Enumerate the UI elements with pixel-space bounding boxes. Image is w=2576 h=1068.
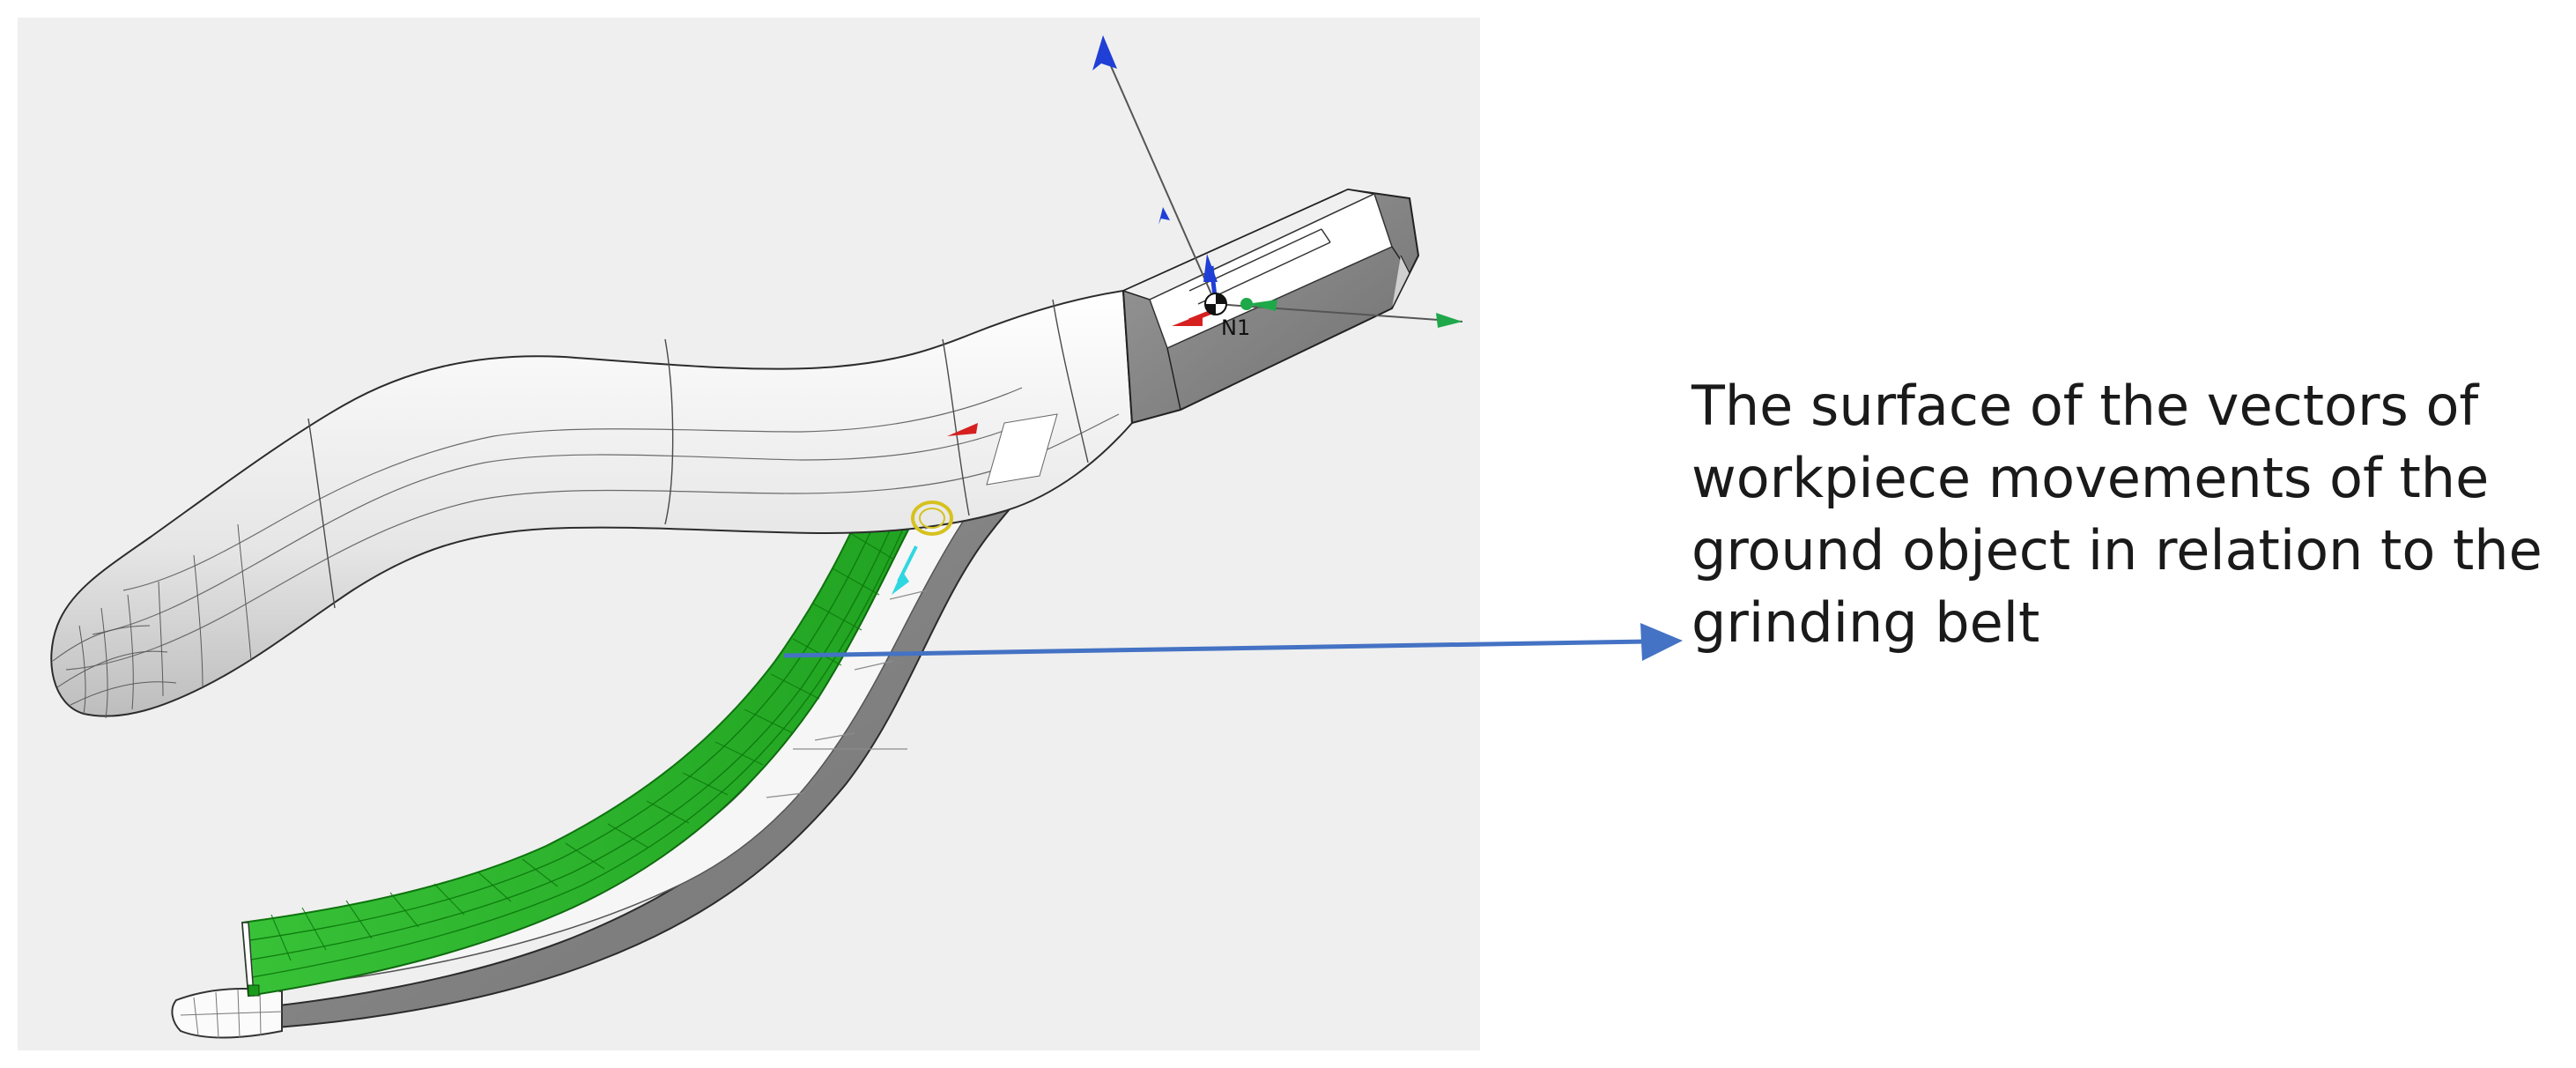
node-label: N1 <box>1221 315 1250 340</box>
selection-ring-icon[interactable] <box>911 501 953 536</box>
caption-line: ground object in relation to the <box>1691 518 2543 582</box>
axis-z-arrow-icon <box>1092 35 1117 70</box>
axis-y-arrow-icon <box>1436 313 1462 328</box>
pliers-model: N1 <box>50 35 1463 1039</box>
cad-viewport[interactable]: N1 <box>18 18 1480 1050</box>
annotation-caption: The surface of the vectors of workpiece … <box>1691 370 2555 659</box>
transition-strip <box>986 413 1058 486</box>
caption-line: The surface of the vectors of <box>1691 374 2479 438</box>
caption-line: workpiece movements of the <box>1691 446 2490 510</box>
upper-handle <box>50 289 1134 719</box>
coordinate-triad-icon[interactable]: N1 <box>947 35 1463 436</box>
caption-line: grinding belt <box>1691 590 2040 655</box>
tangent-vector-icon <box>892 545 918 595</box>
workpiece-vector-surface[interactable] <box>241 474 920 998</box>
